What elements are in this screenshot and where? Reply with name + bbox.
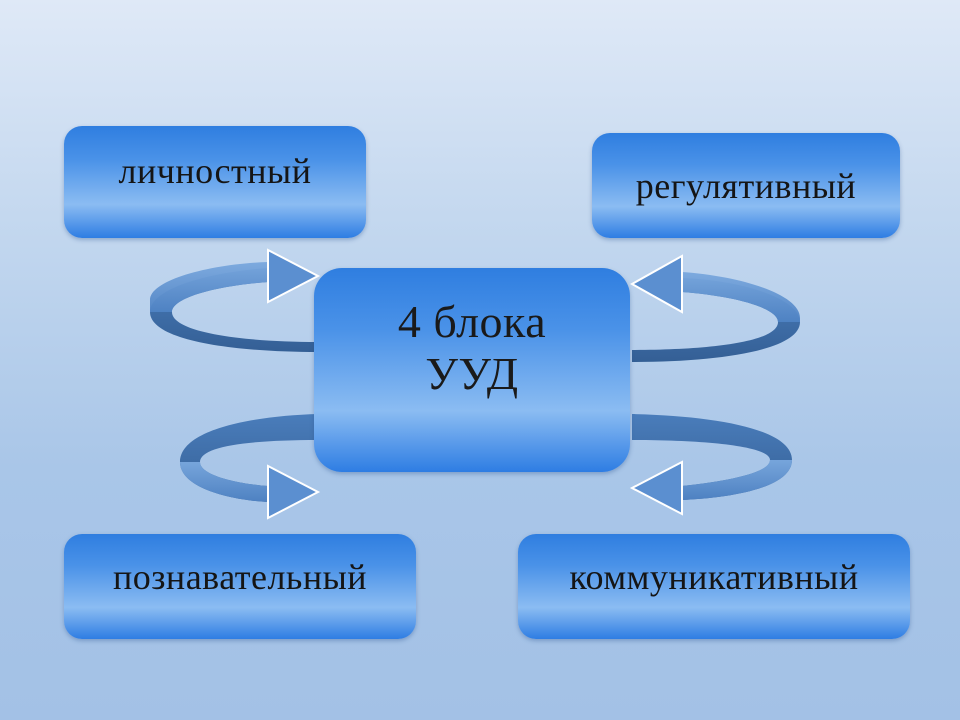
arrow-bottom-left [180, 414, 321, 520]
block-personal-label: личностный [118, 151, 312, 191]
arrow-top-left [150, 248, 321, 352]
block-communicative: коммуникативный [518, 534, 910, 639]
block-communicative-label: коммуникативный [569, 557, 859, 597]
arrow-bottom-right [629, 414, 792, 516]
block-regulative: регулятивный [592, 133, 900, 238]
arrow-top-right [629, 254, 800, 362]
center-block-line1: 4 блока [397, 296, 547, 347]
center-block: 4 блока УУД [314, 268, 630, 472]
block-cognitive: познавательный [64, 534, 416, 639]
block-regulative-label: регулятивный [635, 165, 857, 206]
block-personal: личностный [64, 126, 366, 238]
center-block-line2: УУД [425, 348, 519, 399]
block-cognitive-label: познавательный [112, 557, 368, 597]
